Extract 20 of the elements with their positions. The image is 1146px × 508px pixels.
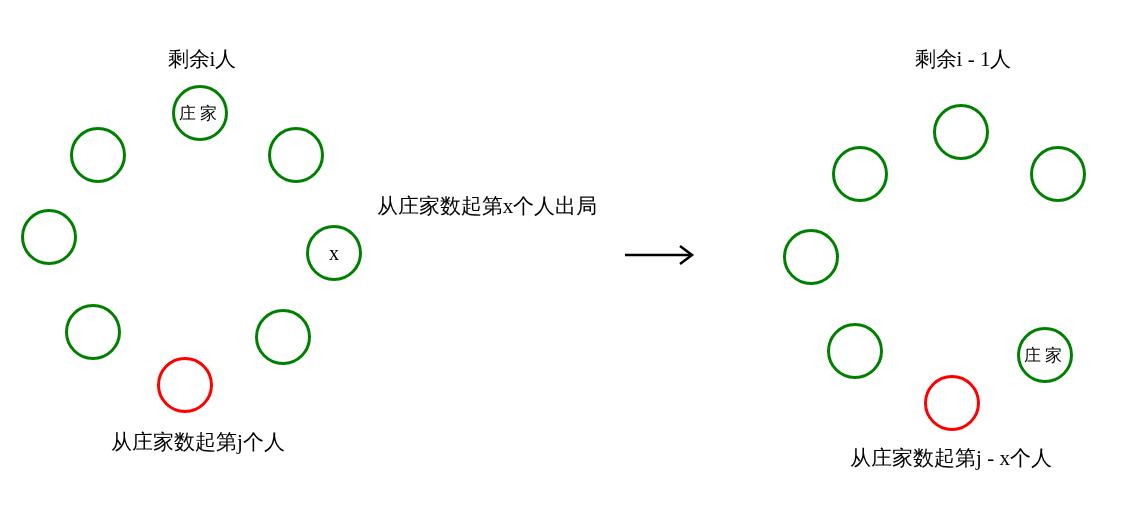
empty-circle [783,229,839,285]
caption-text: 从庄家数起第j - x个人 [850,445,1052,472]
empty-circle [255,309,311,365]
empty-circle [157,357,213,413]
count-label: 剩余i人 [167,46,237,73]
empty-circle [268,127,324,183]
person-circle: 庄家 [1017,327,1073,383]
caption-text: 从庄家数起第j个人 [111,429,285,456]
count-label: 剩余i - 1人 [914,46,1012,73]
empty-circle [70,127,126,183]
empty-circle [1030,146,1086,202]
person-circle: 庄家 [172,85,228,141]
caption-text: 从庄家数起第x个人出局 [376,193,598,220]
empty-circle [933,104,989,160]
empty-circle [65,304,121,360]
empty-circle [827,323,883,379]
empty-circle [832,146,888,202]
empty-circle [924,375,980,431]
person-circle: x [306,225,362,281]
empty-circle [21,209,77,265]
